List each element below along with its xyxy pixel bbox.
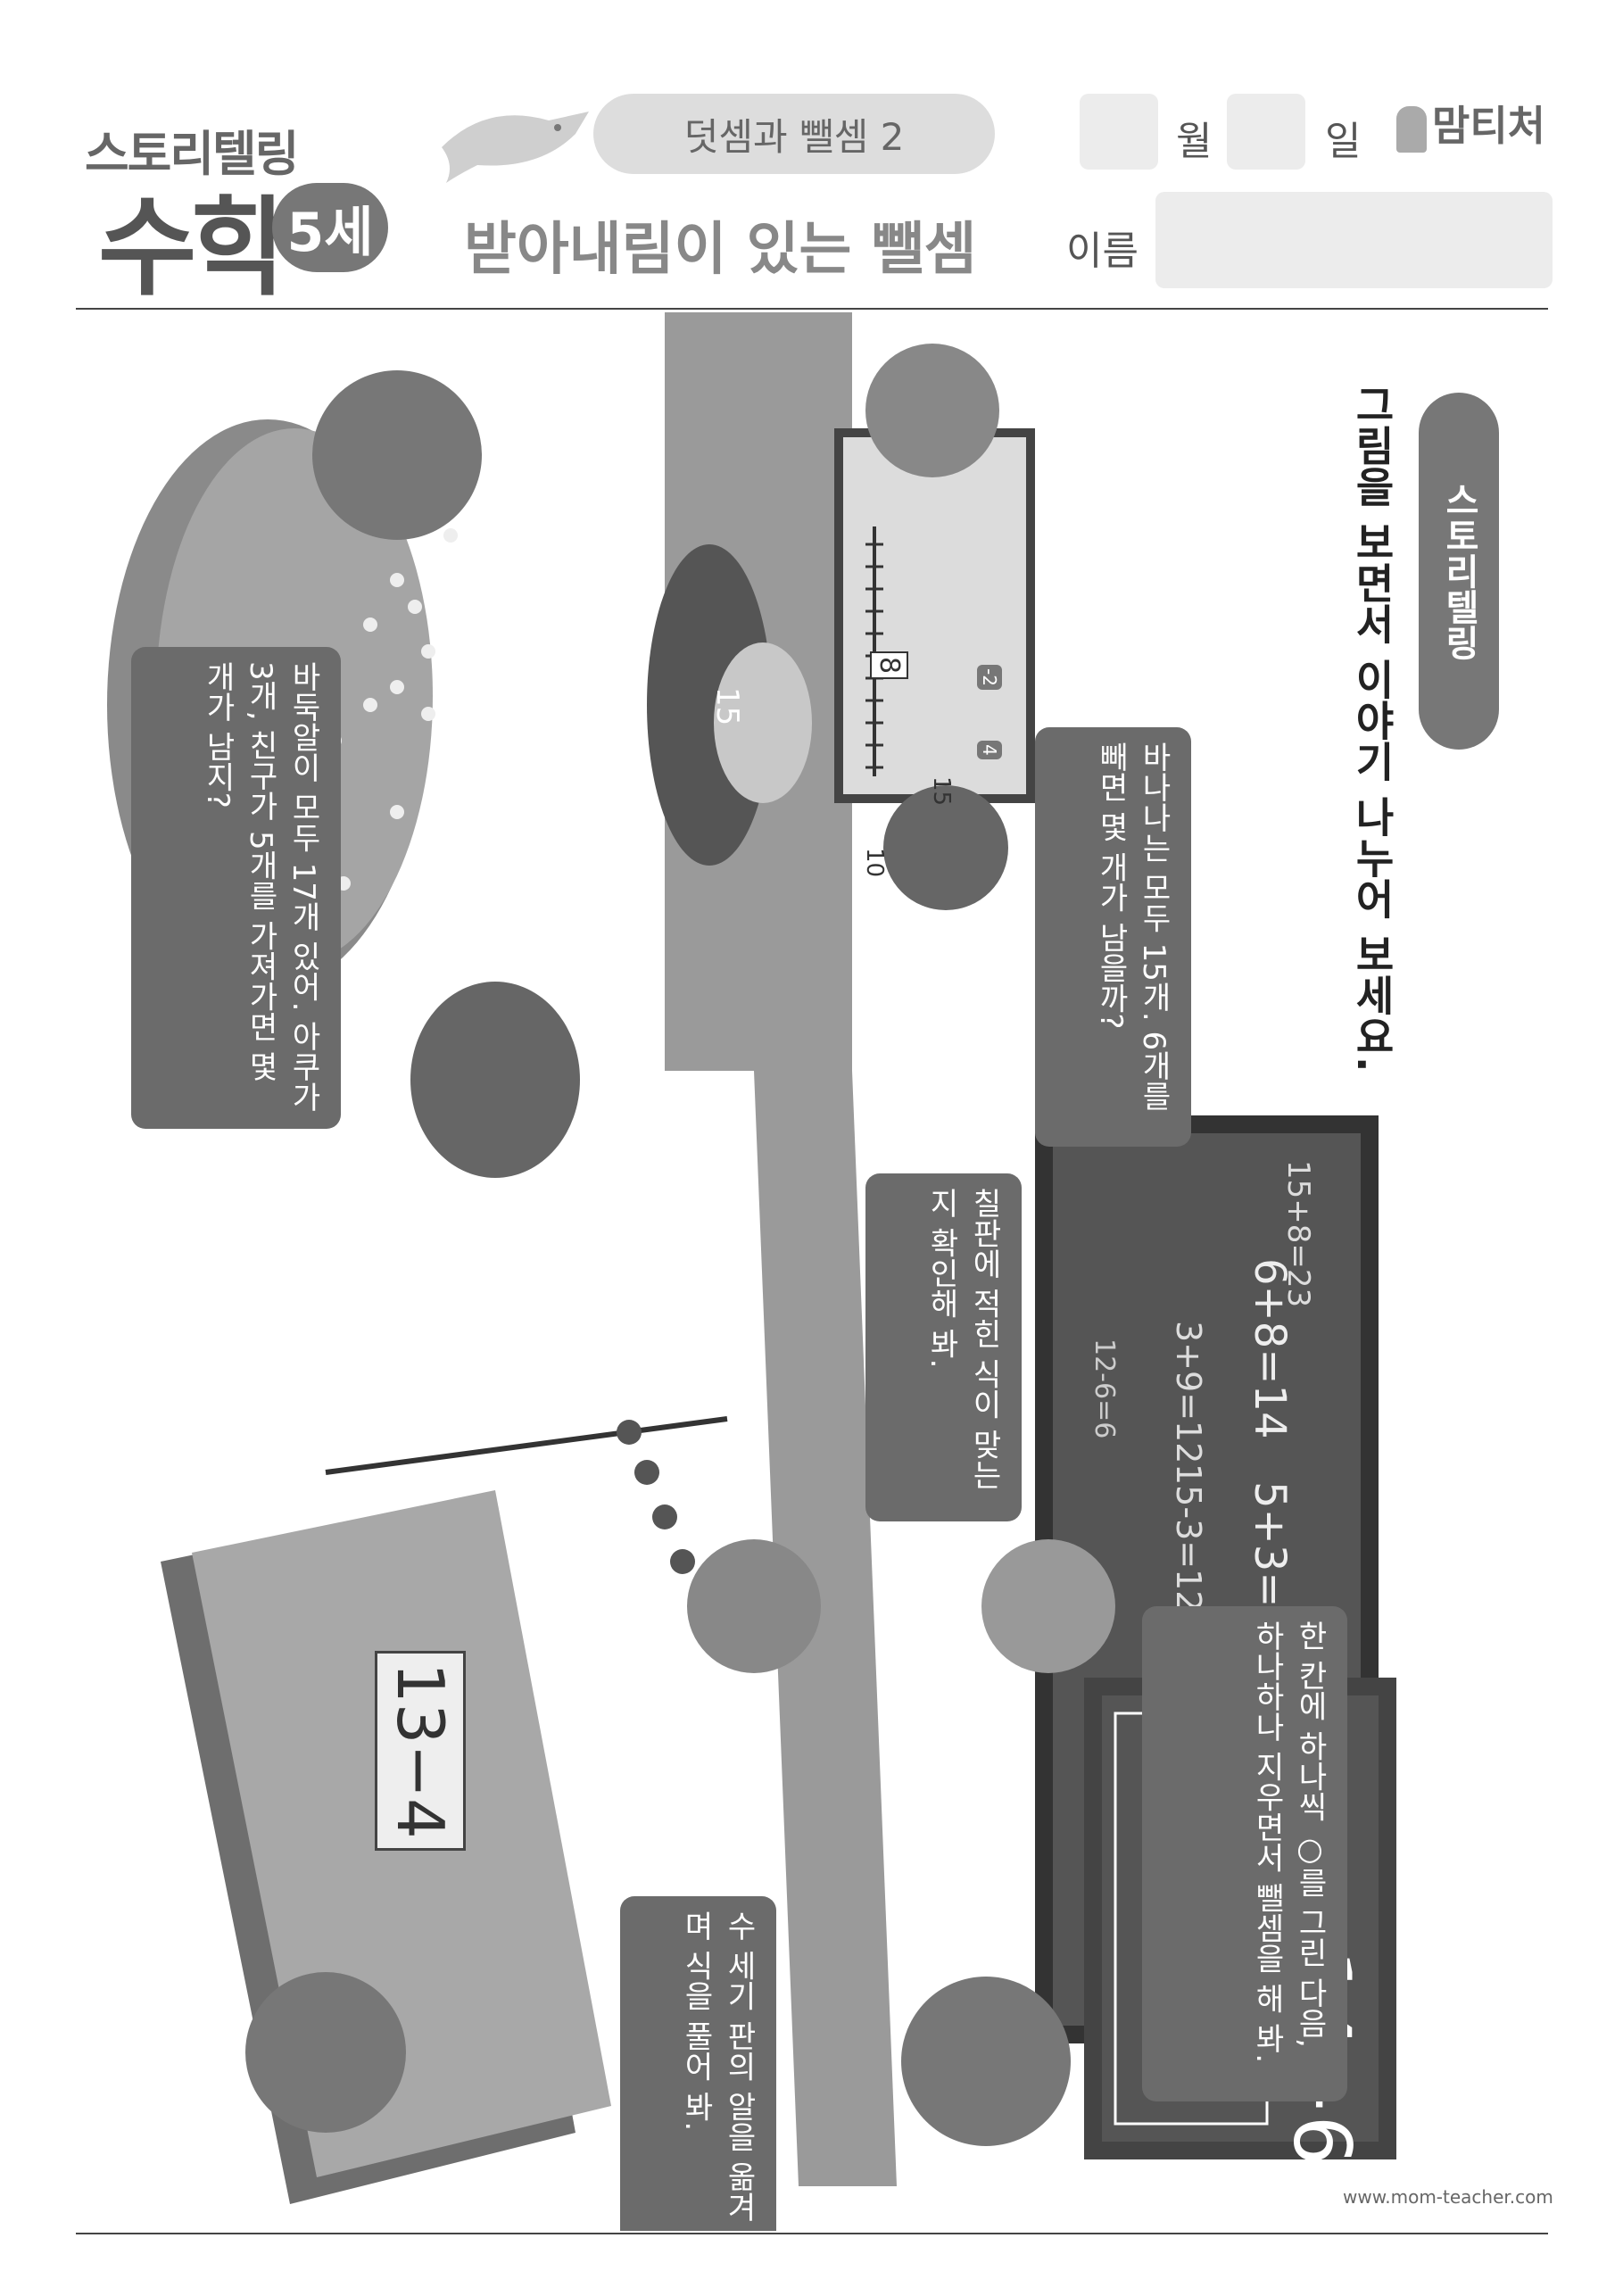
nl-tick-10: 10 [861, 848, 888, 878]
chalk-eq4: 3+9=12 [1169, 1321, 1208, 1464]
monster-character [410, 982, 580, 1178]
bubble-bananas: 바나나는 모두 15개. 6개를 빼면 몇 개가 남을까? [1035, 727, 1191, 1147]
bubble-stones: 바둑알이 모두 17개 있어. 아쿠가 3개, 친구가 5개를 가져가면 몇 개… [131, 647, 341, 1129]
blond-boy-character [981, 1539, 1115, 1673]
go-stones [327, 501, 458, 891]
name-label: 이름 [1066, 228, 1139, 274]
chalk-eq1: 15+8=23 [1280, 1160, 1316, 1308]
instruction-text: 그림을 보면서 이야기 나누어 보세요. [1348, 384, 1396, 1073]
day-input[interactable] [1227, 94, 1305, 170]
dolphin-icon [442, 112, 589, 183]
logo: 맘티처 [1396, 94, 1545, 153]
chalk-eq6: 12-6=6 [1089, 1339, 1120, 1439]
logo-text: 맘티처 [1432, 102, 1545, 150]
abacus-rod [325, 1416, 728, 1475]
unit-label: 덧셈과 뺄셈 2 [593, 94, 995, 174]
month-label: 월 [1176, 119, 1213, 164]
nl-start-card: 8 [870, 651, 908, 680]
chalk-eq5: 15-3=12 [1169, 1463, 1208, 1612]
pencil-icon [1396, 105, 1427, 153]
chalk-eq2: 6+8=14 [1245, 1258, 1295, 1439]
footer-divider [76, 2233, 1548, 2234]
table-number: 15 [709, 687, 745, 726]
nl-jump-4: 4 [977, 741, 1002, 759]
page-title: 받아내림이 있는 뺄셈 [464, 217, 977, 283]
story-illustration: 10 15 -2 4 8 15 15+8=23 6+8=14 5+3=8 3+9… [76, 312, 1548, 2231]
age-badge: 5세 [272, 183, 388, 272]
header-divider [76, 308, 1548, 310]
bubble-chalkboard: 칠판에 적힌 식이 맞는지 확인해 봐. [865, 1173, 1022, 1521]
abacus-card: 13−4 [375, 1651, 466, 1851]
pigtail-girl-character [883, 785, 1008, 910]
nl-tick-15: 15 [928, 776, 955, 807]
nl-jump-minus2: -2 [977, 665, 1002, 690]
girl-abacus-character [245, 1972, 406, 2133]
boy-character [312, 370, 482, 540]
banana-bunch [714, 642, 812, 803]
brand-subtitle: 스토리텔링 [85, 126, 299, 182]
name-input[interactable] [1155, 192, 1553, 288]
day-label: 일 [1325, 119, 1362, 164]
girl-character [865, 344, 999, 477]
storytelling-tag: 스토리텔링 [1419, 393, 1499, 750]
brand-title: 수학 [98, 186, 290, 311]
bubble-circles: 한 칸에 하나씩 ○를 그린 다음, 하나하나 지우면서 뺄셈을 해 봐. [1142, 1606, 1347, 2101]
month-input[interactable] [1080, 94, 1158, 170]
abacus-boy-character [687, 1539, 821, 1673]
horned-monster-character [901, 1977, 1071, 2146]
footer-url[interactable]: www.mom-teacher.com [1343, 2186, 1553, 2208]
bubble-abacus: 수 세기 판의 알을 옮겨 가며 식을 풀어 봐. [620, 1896, 776, 2231]
